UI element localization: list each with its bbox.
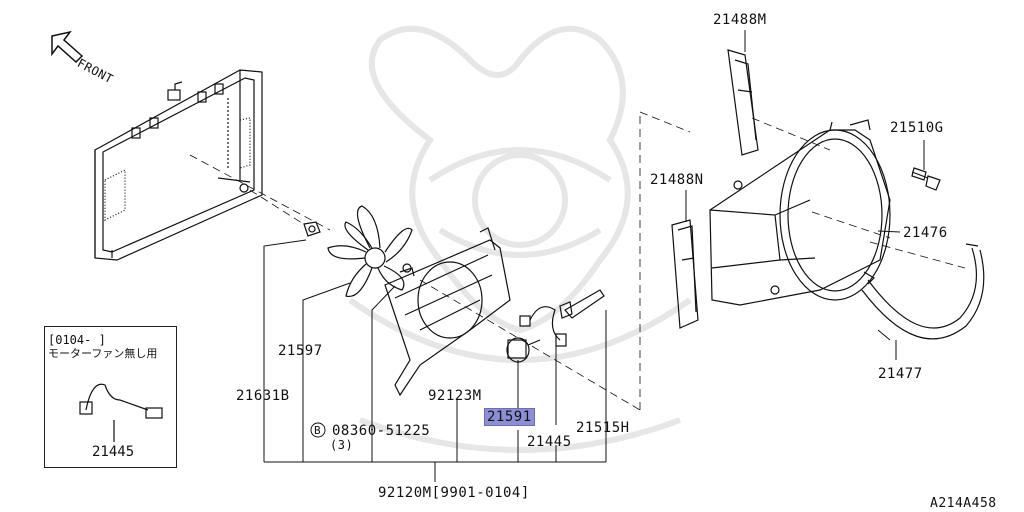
panel-21488M xyxy=(727,49,759,156)
part-label-21488M: 21488M xyxy=(713,12,767,28)
inset-range: [0104- ] xyxy=(48,333,106,347)
bolt-quantity: (3) xyxy=(330,438,354,452)
part-label-92123M: 92123M xyxy=(428,388,482,404)
part-label-21591-highlighted[interactable]: 21591 xyxy=(484,408,535,426)
part-label-21597: 21597 xyxy=(278,343,323,359)
bolt-b-symbol xyxy=(310,422,326,438)
inset-harness xyxy=(79,383,163,442)
bolt-part-code: 08360-51225 xyxy=(332,423,431,439)
part-label-21510G: 21510G xyxy=(890,120,944,136)
panel-21488N xyxy=(671,219,699,329)
bolt-21510G xyxy=(911,167,941,191)
nut-21597 xyxy=(303,221,321,237)
part-label-21477: 21477 xyxy=(878,366,923,382)
assembly-label-92120M: 92120M[9901-0104] xyxy=(378,485,530,501)
inset-part-label: 21445 xyxy=(92,444,135,460)
part-label-21515H: 21515H xyxy=(576,420,630,436)
motor-shroud xyxy=(384,227,511,397)
harness-21445 xyxy=(519,306,567,347)
front-arrow-icon xyxy=(51,30,84,64)
part-label-21445: 21445 xyxy=(527,434,572,450)
ring-21477 xyxy=(861,243,985,340)
fan-blade xyxy=(327,205,413,298)
inset-note: モーターファン無し用 xyxy=(48,347,158,360)
fan-shroud-21476 xyxy=(709,119,891,306)
figure-id: A214A458 xyxy=(930,496,997,511)
clip-21515H xyxy=(559,289,605,319)
dash-leaders xyxy=(189,111,966,411)
radiator xyxy=(94,69,263,261)
inset-box: [0104- ] モーターファン無し用 21445 xyxy=(44,326,177,468)
part-label-21488N: 21488N xyxy=(650,172,704,188)
label-leader-lines xyxy=(263,30,925,482)
watermark-emblem xyxy=(348,25,692,453)
part-label-21631B: 21631B xyxy=(236,388,290,404)
bolt-circle-letter: B xyxy=(314,424,322,437)
part-label-21476: 21476 xyxy=(903,225,948,241)
